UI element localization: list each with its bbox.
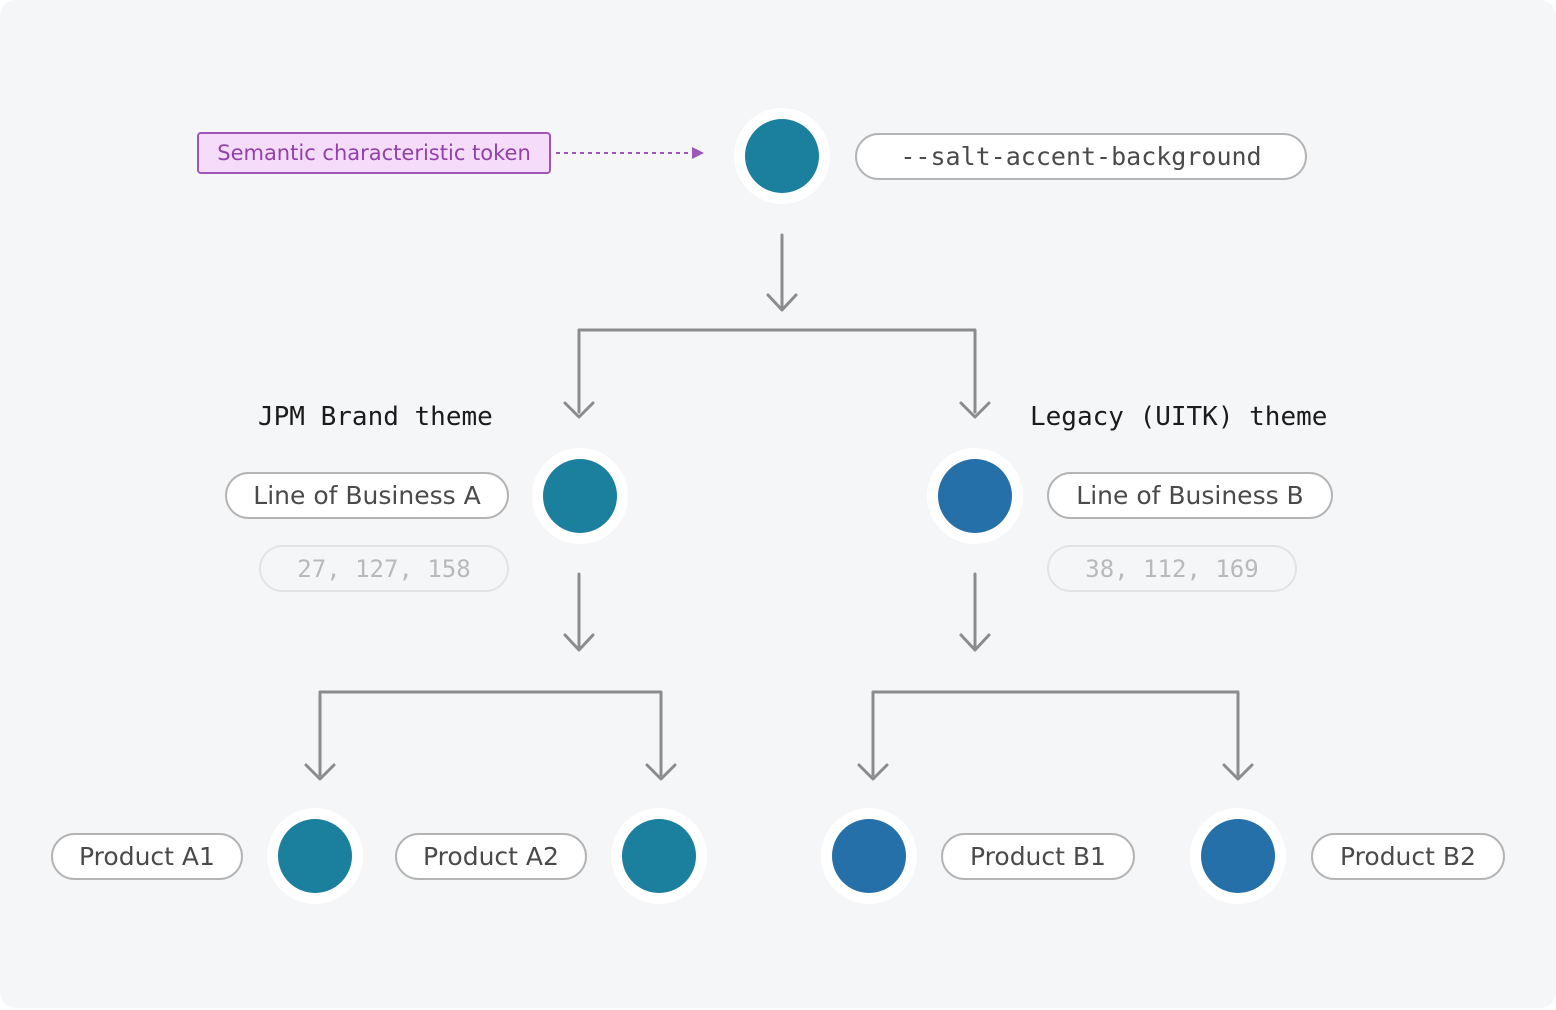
line-of-business-a-swatch bbox=[532, 448, 628, 544]
product-b2-swatch bbox=[1190, 808, 1286, 904]
token-color-dot bbox=[745, 119, 819, 193]
theme-label-jpm-brand: JPM Brand theme bbox=[258, 402, 493, 432]
arrow-head-theme-a bbox=[563, 401, 595, 419]
arrow-head-theme-b bbox=[959, 401, 991, 419]
arrow-head-product-b2 bbox=[1222, 763, 1254, 781]
line-of-business-a-color-dot bbox=[543, 459, 617, 533]
arrow-token-down bbox=[766, 233, 798, 312]
branch-themes bbox=[577, 328, 977, 414]
arrow-head-product-a1 bbox=[304, 763, 336, 781]
arrow-lob-a-down bbox=[563, 572, 595, 652]
line-of-business-b-pill: Line of Business B bbox=[1047, 472, 1333, 519]
branch-products-b bbox=[871, 690, 1240, 777]
line-of-business-a-pill: Line of Business A bbox=[225, 472, 509, 519]
line-of-business-b-swatch bbox=[927, 448, 1023, 544]
arrow-lob-b-down bbox=[959, 572, 991, 652]
rgb-value-b: 38, 112, 169 bbox=[1047, 545, 1297, 592]
rgb-value-a: 27, 127, 158 bbox=[259, 545, 509, 592]
product-b1-color-dot bbox=[832, 819, 906, 893]
product-b1-swatch bbox=[821, 808, 917, 904]
annotation-pointer bbox=[556, 147, 704, 159]
product-a1-swatch bbox=[267, 808, 363, 904]
token-name-pill: --salt-accent-background bbox=[855, 133, 1307, 180]
arrow-head-product-a2 bbox=[645, 763, 677, 781]
product-a1-pill: Product A1 bbox=[51, 833, 243, 880]
token-swatch bbox=[734, 108, 830, 204]
product-b2-color-dot bbox=[1201, 819, 1275, 893]
branch-products-a bbox=[318, 690, 663, 777]
semantic-token-annotation: Semantic characteristic token bbox=[197, 132, 551, 174]
product-a1-color-dot bbox=[278, 819, 352, 893]
arrow-head-product-b1 bbox=[857, 763, 889, 781]
theme-label-legacy-uitk: Legacy (UITK) theme bbox=[1030, 402, 1328, 432]
product-b2-pill: Product B2 bbox=[1311, 833, 1505, 880]
line-of-business-b-color-dot bbox=[938, 459, 1012, 533]
product-a2-swatch bbox=[611, 808, 707, 904]
product-a2-pill: Product A2 bbox=[395, 833, 587, 880]
product-a2-color-dot bbox=[622, 819, 696, 893]
product-b1-pill: Product B1 bbox=[941, 833, 1135, 880]
